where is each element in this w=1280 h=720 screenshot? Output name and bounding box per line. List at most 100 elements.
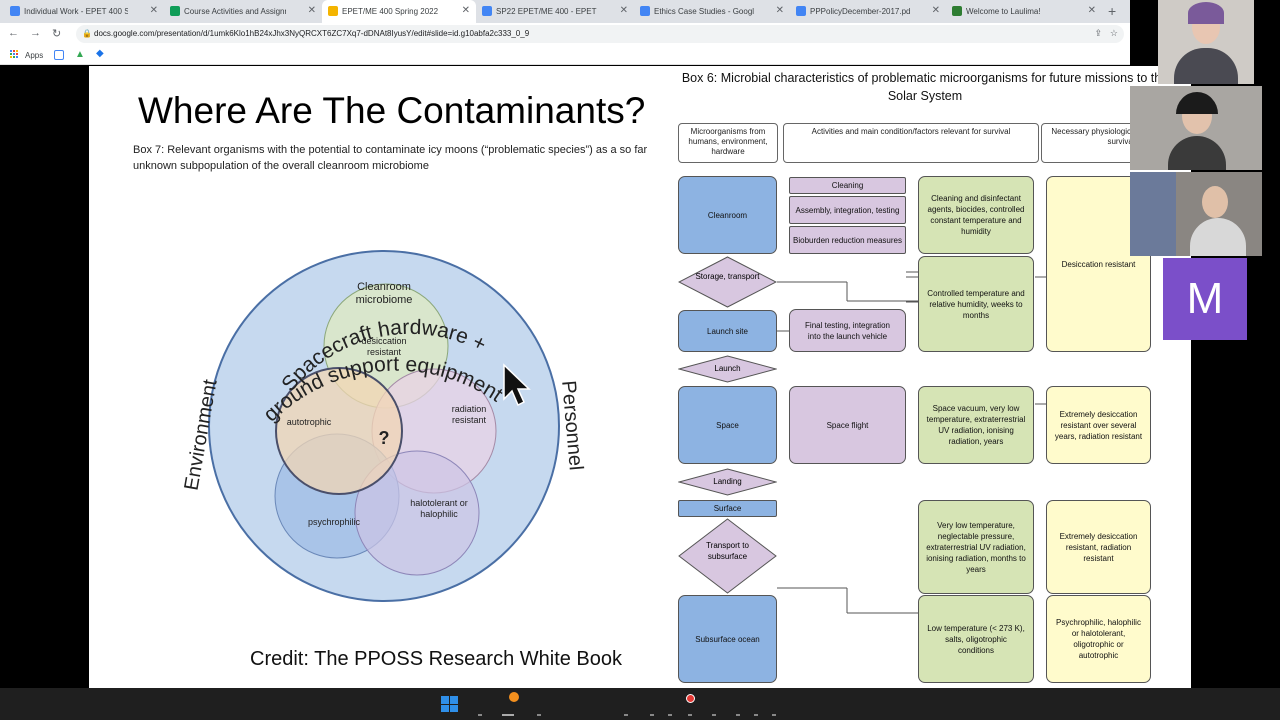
share-icon[interactable]: ⇪ xyxy=(1094,28,1102,38)
tab-lecture-slides[interactable]: EPET/ME 400 Spring 2022 Lectu... ✕ xyxy=(322,0,476,23)
condition-low-temp: Low temperature (< 273 K), salts, oligot… xyxy=(918,595,1034,683)
laulima-icon xyxy=(952,6,962,16)
condition-cleaning-agents: Cleaning and disinfectant agents, biocid… xyxy=(918,176,1034,254)
apps-bookmark[interactable]: Apps xyxy=(25,51,44,60)
stage-transport-label: Transport to subsurface xyxy=(706,541,749,561)
close-icon[interactable]: ✕ xyxy=(1087,5,1096,16)
star-icon[interactable]: ☆ xyxy=(1109,28,1118,38)
firefox-icon[interactable] xyxy=(509,692,519,702)
tab-ethics-case-studies[interactable]: Ethics Case Studies - Google Do... ✕ xyxy=(634,0,790,23)
capability-psychrophilic: Psychrophilic, halophilic or halotoleran… xyxy=(1046,595,1151,683)
stage-surface: Surface xyxy=(678,500,777,517)
docs-icon xyxy=(640,6,650,16)
browser-toolbar: ← → ↻ 🔒 docs.google.com/presentation/d/1… xyxy=(0,23,1130,45)
sheets-icon xyxy=(170,6,180,16)
participant-video-3[interactable] xyxy=(1130,172,1262,256)
drive-bookmark-icon[interactable]: ▲ xyxy=(75,49,85,60)
tab-pppolicy[interactable]: PPPolicyDecember-2017.pdf - G... ✕ xyxy=(790,0,946,23)
box7-caption: Box 7: Relevant organisms with the poten… xyxy=(133,144,648,172)
tab-laulima[interactable]: Welcome to Laulima! ✕ xyxy=(946,0,1102,23)
capability-extreme-2: Extremely desiccation resistant, radiati… xyxy=(1046,500,1151,594)
address-bar[interactable]: 🔒 docs.google.com/presentation/d/1umk6Kl… xyxy=(76,25,1124,43)
personnel-label: Personnel xyxy=(557,380,587,472)
box6-title: Box 6: Microbial characteristics of prob… xyxy=(645,69,1191,105)
mouse-cursor-icon xyxy=(503,363,531,407)
autotrophic-circle xyxy=(275,367,403,495)
stage-landing-label: Landing xyxy=(713,477,742,486)
taskbar-app-5[interactable] xyxy=(650,714,654,716)
stage-space: Space xyxy=(678,386,777,464)
radiation-label: radiation resistant xyxy=(451,404,487,425)
close-icon[interactable]: ✕ xyxy=(931,5,940,16)
close-icon[interactable]: ✕ xyxy=(461,5,470,16)
stage-subsurface-ocean: Subsurface ocean xyxy=(678,595,777,683)
record-icon[interactable] xyxy=(686,694,695,703)
presentation-slide: Where Are The Contaminants? Box 7: Relev… xyxy=(89,66,1191,688)
header-microorganisms: Microorganisms from humans, environment,… xyxy=(678,123,778,163)
taskbar-app-3[interactable] xyxy=(537,714,541,716)
condition-very-low-temp: Very low temperature, neglectable pressu… xyxy=(918,500,1034,594)
windows-taskbar xyxy=(0,688,1280,720)
new-tab-button[interactable]: + xyxy=(1108,3,1117,19)
bookmarks-bar: Apps ▲ ◆ xyxy=(0,45,1130,65)
credit-text: Credit: The PPOSS Research White Book xyxy=(250,648,623,670)
tab-course-activities[interactable]: Course Activities and Assignme... ✕ xyxy=(164,0,322,23)
taskbar-app-10[interactable] xyxy=(754,714,758,716)
participant-video-2[interactable] xyxy=(1130,86,1262,170)
reload-icon[interactable]: ↻ xyxy=(52,28,62,40)
participant-avatar-m[interactable]: M xyxy=(1163,258,1247,340)
tab-sp22[interactable]: SP22 EPET/ME 400 - EPET 400 S... ✕ xyxy=(476,0,634,23)
activity-assembly: Assembly, integration, testing xyxy=(789,196,906,224)
close-icon[interactable]: ✕ xyxy=(307,5,316,16)
condition-space-vacuum: Space vacuum, very low temperature, extr… xyxy=(918,386,1034,464)
calendar-bookmark-icon[interactable] xyxy=(54,50,64,60)
taskbar-app-9[interactable] xyxy=(736,714,740,716)
taskbar-app-8[interactable] xyxy=(712,714,716,716)
lock-icon: 🔒 xyxy=(82,29,92,38)
header-activities: Activities and main condition/factors re… xyxy=(783,123,1039,163)
autotrophic-label: autotrophic xyxy=(287,417,332,427)
taskbar-app-1[interactable] xyxy=(478,714,482,716)
slides-icon xyxy=(328,6,338,16)
participant-video-1[interactable] xyxy=(1158,0,1254,84)
halotolerant-label: halotolerant or halophilic xyxy=(410,498,468,519)
windows-start-icon[interactable] xyxy=(441,696,458,712)
tab-individual-work[interactable]: Individual Work - EPET 400 Spr... ✕ xyxy=(4,0,164,23)
apps-icon[interactable] xyxy=(10,50,19,59)
forward-icon[interactable]: → xyxy=(30,27,41,39)
taskbar-app-7[interactable] xyxy=(688,714,692,716)
close-icon[interactable]: ✕ xyxy=(149,5,158,16)
taskbar-app-6[interactable] xyxy=(668,714,672,716)
slide-title: Where Are The Contaminants? xyxy=(138,90,646,131)
url-text: docs.google.com/presentation/d/1umk6Klo1… xyxy=(94,29,530,38)
stage-transport-subsurface: Transport to subsurface xyxy=(678,518,777,594)
halotolerant-circle xyxy=(354,450,480,576)
taskbar-app-2[interactable] xyxy=(502,714,514,716)
tab-strip: Individual Work - EPET 400 Spr... ✕ Cour… xyxy=(0,0,1130,23)
box6-title-line2: Solar System xyxy=(887,89,963,103)
stage-cleanroom: Cleanroom xyxy=(678,176,777,254)
box6-title-line1: Box 6: Microbial characteristics of prob… xyxy=(681,71,1169,85)
taskbar-app-11[interactable] xyxy=(772,714,776,716)
stage-storage-label: Storage, transport xyxy=(695,272,760,281)
venn-diagram: Spacecraft hardware + ground support equ… xyxy=(181,250,587,602)
activity-bioburden: Bioburden reduction measures xyxy=(789,226,906,254)
stage-launch: Launch xyxy=(678,355,777,383)
drive-icon xyxy=(482,6,492,16)
dropbox-bookmark-icon[interactable]: ◆ xyxy=(96,48,104,59)
stage-storage: Storage, transport xyxy=(678,256,777,308)
activity-space-flight: Space flight xyxy=(789,386,906,464)
psychrophilic-label: psychrophilic xyxy=(308,517,361,527)
taskbar-app-4[interactable] xyxy=(624,714,628,716)
question-mark: ? xyxy=(379,428,390,448)
condition-controlled-temp: Controlled temperature and relative humi… xyxy=(918,256,1034,352)
activity-cleaning: Cleaning xyxy=(789,177,906,194)
back-icon[interactable]: ← xyxy=(8,27,19,39)
desiccation-label: desiccation resistant xyxy=(361,336,407,357)
stage-launch-label: Launch xyxy=(714,364,741,373)
close-icon[interactable]: ✕ xyxy=(619,5,628,16)
slides-icon xyxy=(10,6,20,16)
close-icon[interactable]: ✕ xyxy=(775,5,784,16)
cleanroom-label: Cleanroom microbiome xyxy=(355,281,413,306)
drive-icon xyxy=(796,6,806,16)
